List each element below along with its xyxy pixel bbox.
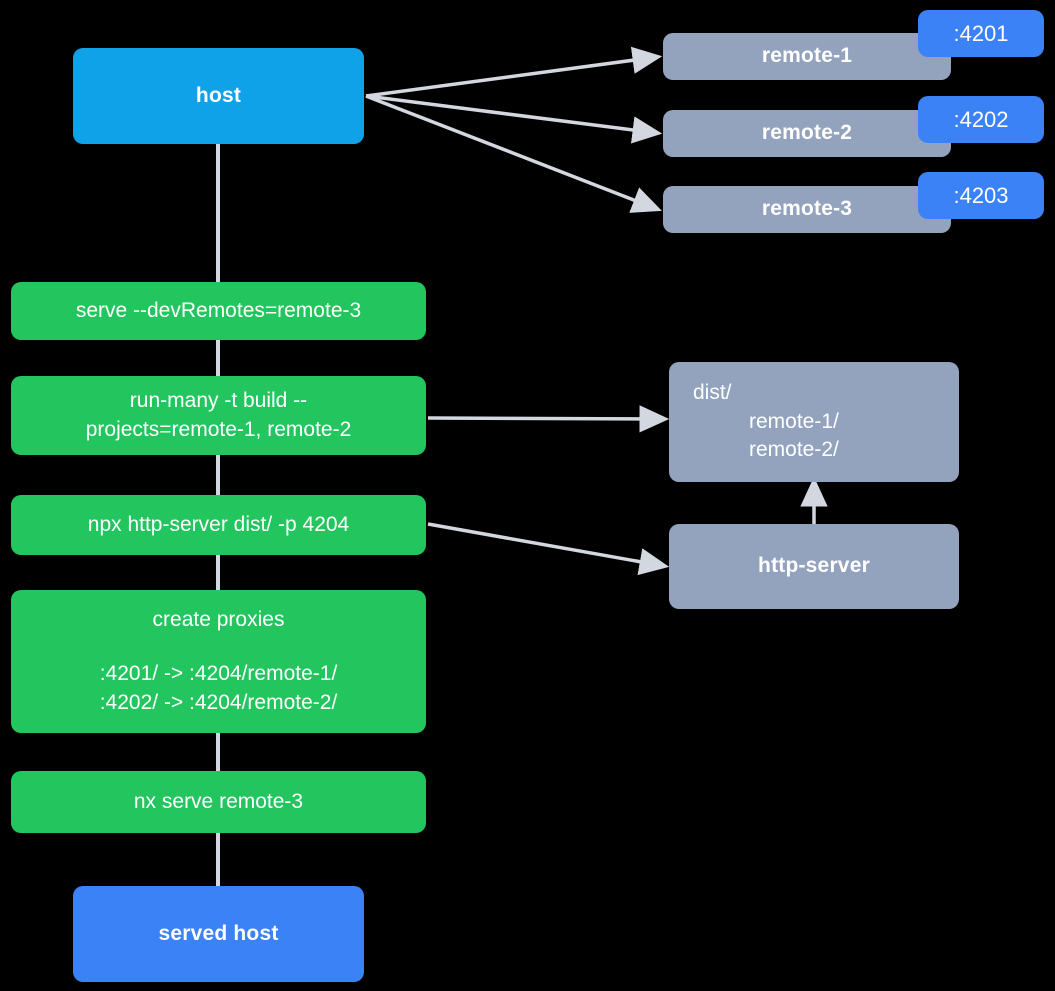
node-remote-1[interactable]: remote-1 [663,33,951,80]
command-serve-label: serve --devRemotes=remote-3 [75,298,362,322]
dist-tree: dist/ remote-1/ remote-2/ [669,379,959,464]
edge-host-to-remote-3 [365,94,662,213]
node-remote-3-label: remote-3 [761,197,853,221]
create-proxies-rule-2: :4202/ -> :4204/remote-2/ [99,690,338,714]
node-command-create-proxies[interactable]: create proxies :4201/ -> :4204/remote-1/… [11,590,426,733]
edge-runmany-to-dist [427,405,670,433]
node-http-server[interactable]: http-server [669,524,959,609]
node-host-label: host [195,83,242,107]
badge-port-remote-2-label: :4202 [953,106,1009,132]
badge-port-remote-1-label: :4201 [953,20,1009,46]
command-run-many-line-1: run-many -t build -- [129,389,308,413]
edge-host-to-remote-2 [365,94,663,144]
command-run-many-line-2: projects=remote-1, remote-2 [85,417,352,441]
node-command-run-many[interactable]: run-many -t build -- projects=remote-1, … [11,376,426,455]
badge-port-remote-3[interactable]: :4203 [918,172,1044,219]
badge-port-remote-2[interactable]: :4202 [918,96,1044,143]
node-served-host[interactable]: served host [73,886,364,982]
node-remote-1-label: remote-1 [761,44,853,68]
node-command-nx-serve-remote-3[interactable]: nx serve remote-3 [11,771,426,833]
badge-port-remote-1[interactable]: :4201 [918,10,1044,57]
node-remote-2-label: remote-2 [761,121,853,145]
edge-host-to-remote-1 [365,46,663,98]
node-command-npx-http-server[interactable]: npx http-server dist/ -p 4204 [11,495,426,555]
create-proxies-title: create proxies [152,607,285,631]
node-remote-3[interactable]: remote-3 [663,186,951,233]
node-command-serve-devremotes[interactable]: serve --devRemotes=remote-3 [11,282,426,340]
node-http-server-label: http-server [758,554,870,578]
node-dist-folder[interactable]: dist/ remote-1/ remote-2/ [669,362,959,482]
dist-root-label: dist/ [693,381,732,405]
node-remote-2[interactable]: remote-2 [663,110,951,157]
command-nx-serve-label: nx serve remote-3 [133,789,304,813]
command-npx-http-server-label: npx http-server dist/ -p 4204 [87,512,350,536]
dist-child-remote-1: remote-1/ [749,409,839,433]
dist-child-remote-2: remote-2/ [749,438,839,462]
badge-port-remote-3-label: :4203 [953,182,1009,208]
host-to-remotes-connectors [365,46,663,213]
node-host[interactable]: host [73,48,364,144]
node-served-host-label: served host [158,921,279,945]
edge-npx-to-httpserver [427,522,670,576]
create-proxies-rule-1: :4201/ -> :4204/remote-1/ [99,662,338,686]
